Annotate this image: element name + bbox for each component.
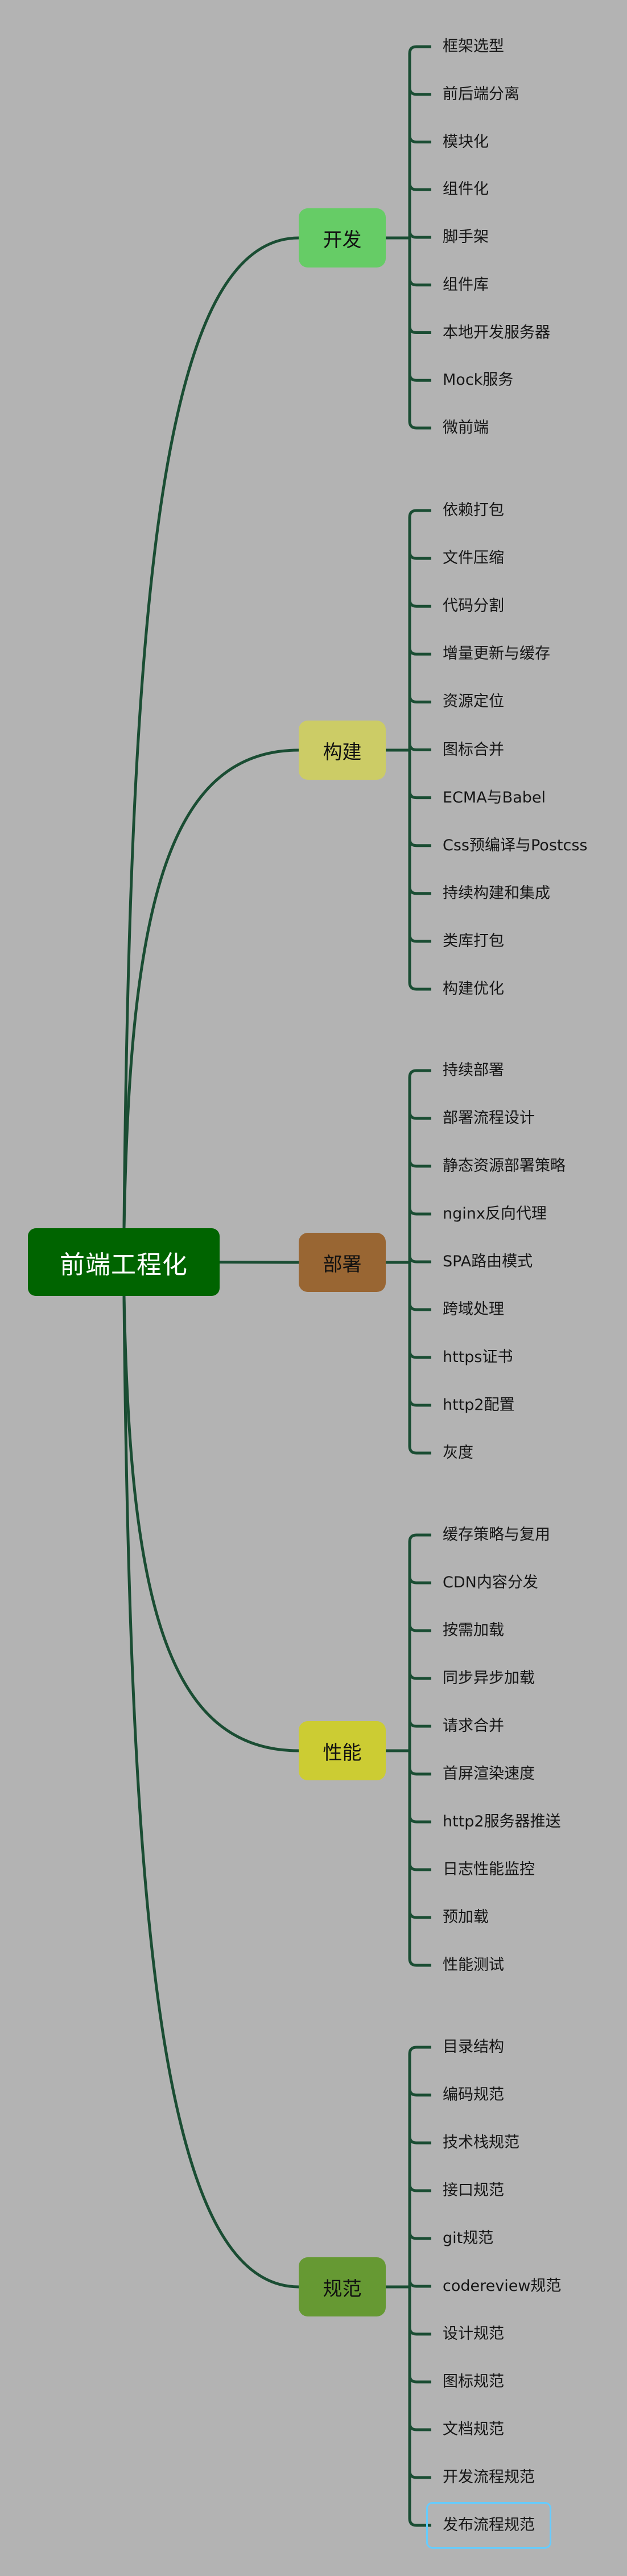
- leaf-node[interactable]: 文档规范: [443, 2421, 504, 2438]
- leaf-node[interactable]: 本地开发服务器: [443, 323, 550, 341]
- leaf-node[interactable]: 编码规范: [443, 2086, 504, 2104]
- leaf-node[interactable]: 类库打包: [443, 932, 504, 950]
- leaf-node[interactable]: codereview规范: [443, 2277, 562, 2295]
- leaf-node[interactable]: 前后端分离: [443, 85, 519, 103]
- branch-node-3[interactable]: 性能: [299, 1721, 386, 1780]
- leaf-node[interactable]: nginx反向代理: [443, 1205, 547, 1223]
- leaf-node[interactable]: 开发流程规范: [443, 2468, 535, 2486]
- leaf-node[interactable]: 持续部署: [443, 1061, 504, 1079]
- leaf-node[interactable]: 图标规范: [443, 2373, 504, 2390]
- leaf-node[interactable]: 模块化: [443, 133, 489, 151]
- leaf-node[interactable]: 增量更新与缓存: [443, 645, 550, 663]
- leaf-node[interactable]: 图标合并: [443, 740, 504, 759]
- leaf-node[interactable]: 框架选型: [443, 38, 504, 55]
- leaf-node[interactable]: 文件压缩: [443, 549, 504, 567]
- leaf-node[interactable]: 静态资源部署策略: [443, 1157, 566, 1175]
- leaf-node[interactable]: 同步异步加载: [443, 1669, 535, 1687]
- leaf-node[interactable]: https证书: [443, 1348, 513, 1366]
- leaf-node[interactable]: CDN内容分发: [443, 1574, 538, 1591]
- leaf-node[interactable]: 持续构建和集成: [443, 884, 550, 902]
- leaf-node[interactable]: 目录结构: [443, 2038, 504, 2056]
- leaf-node[interactable]: 请求合并: [443, 1717, 504, 1735]
- leaf-node[interactable]: 发布流程规范: [426, 2502, 551, 2549]
- leaf-node[interactable]: 依赖打包: [443, 501, 504, 519]
- branch-node-label: 规范: [323, 2277, 362, 2301]
- branch-node-label: 性能: [323, 1741, 362, 1764]
- leaf-node[interactable]: 技术栈规范: [443, 2134, 519, 2151]
- leaf-node[interactable]: 部署流程设计: [443, 1109, 535, 1127]
- branch-node-label: 构建: [323, 740, 362, 764]
- leaf-node[interactable]: 设计规范: [443, 2325, 504, 2343]
- leaf-node[interactable]: 首屏渲染速度: [443, 1765, 535, 1783]
- leaf-node[interactable]: 脚手架: [443, 228, 489, 246]
- branch-node-label: 开发: [323, 228, 362, 252]
- leaf-node[interactable]: Mock服务: [443, 371, 514, 389]
- leaf-node[interactable]: 构建优化: [443, 980, 504, 998]
- leaf-node[interactable]: 微前端: [443, 419, 489, 437]
- leaf-node[interactable]: 接口规范: [443, 2182, 504, 2199]
- leaf-node[interactable]: 代码分割: [443, 597, 504, 615]
- root-node[interactable]: 前端工程化: [28, 1228, 220, 1296]
- leaf-node[interactable]: 按需加载: [443, 1622, 504, 1639]
- branch-node-4[interactable]: 规范: [299, 2257, 386, 2316]
- leaf-node[interactable]: http2配置: [443, 1396, 515, 1414]
- leaf-node[interactable]: 组件化: [443, 180, 489, 199]
- root-node-label: 前端工程化: [60, 1250, 188, 1279]
- leaf-node[interactable]: http2服务器推送: [443, 1813, 561, 1830]
- branch-node-1[interactable]: 构建: [299, 721, 386, 780]
- leaf-node[interactable]: 跨域处理: [443, 1301, 504, 1318]
- leaf-node[interactable]: SPA路由模式: [443, 1253, 533, 1270]
- leaf-node[interactable]: 日志性能监控: [443, 1861, 535, 1878]
- leaf-node[interactable]: 组件库: [443, 275, 489, 294]
- leaf-node[interactable]: git规范: [443, 2229, 494, 2247]
- branch-node-label: 部署: [323, 1253, 362, 1276]
- leaf-node[interactable]: ECMA与Babel: [443, 788, 546, 806]
- leaf-node[interactable]: 性能测试: [443, 1956, 504, 1974]
- branch-node-0[interactable]: 开发: [299, 208, 386, 268]
- leaf-node[interactable]: 缓存策略与复用: [443, 1526, 550, 1544]
- leaf-node[interactable]: 预加载: [443, 1908, 489, 1926]
- leaf-node[interactable]: 资源定位: [443, 693, 504, 711]
- leaf-node[interactable]: 灰度: [443, 1444, 473, 1462]
- leaf-node[interactable]: Css预编译与Postcss: [443, 836, 588, 854]
- branch-node-2[interactable]: 部署: [299, 1233, 386, 1292]
